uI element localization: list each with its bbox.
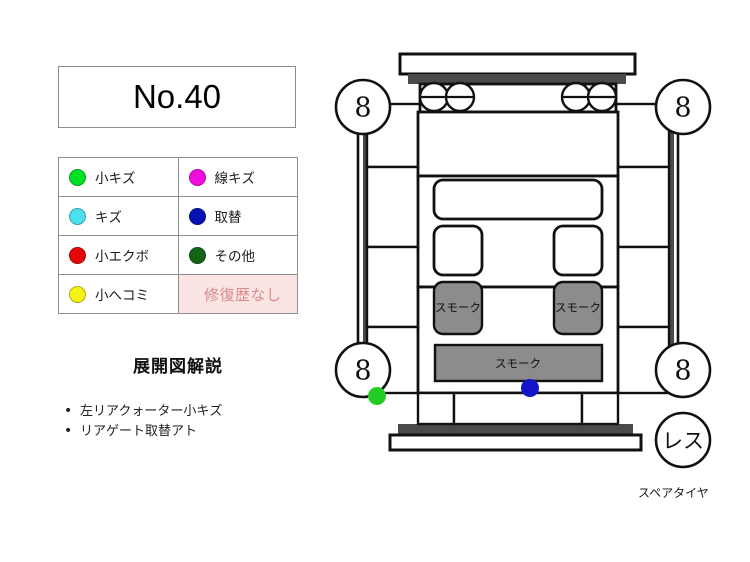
windshield-panel bbox=[416, 110, 620, 178]
right-rear-window-smoked-group: スモーク bbox=[552, 280, 604, 336]
left-window-smoke-label: スモーク bbox=[435, 301, 481, 315]
front-bumper-dark-strip bbox=[408, 74, 626, 84]
legend-cell-small-depression: 小へコミ bbox=[58, 274, 179, 314]
wheel-front-left-circle bbox=[334, 78, 392, 136]
legend-cell-replaced: 取替 bbox=[177, 196, 298, 236]
no-repair-history-badge: 修復歴なし bbox=[177, 274, 298, 314]
legend-label-other: その他 bbox=[214, 249, 256, 265]
vehicle-number-label: No.40 bbox=[132, 78, 222, 115]
list-item: リアゲート取替アト bbox=[64, 421, 222, 442]
legend-cell-scratch: キズ bbox=[58, 196, 179, 236]
left-front-window-clear bbox=[432, 224, 484, 277]
legend-cell-small-dent: 小エクボ bbox=[58, 235, 179, 275]
list-item: 左リアクォーター小キズ bbox=[64, 401, 222, 422]
left-rear-window-smoked-group: スモーク bbox=[432, 280, 484, 336]
rear-valance-center-box bbox=[452, 391, 584, 426]
rear-window-smoked bbox=[433, 343, 604, 383]
wheel-front-right-label: 8 bbox=[674, 93, 691, 124]
wheel-front-right-circle bbox=[654, 78, 712, 136]
wheel-front-right-group: 8 bbox=[654, 78, 712, 136]
rear-bumper-bar bbox=[388, 433, 643, 452]
wheel-rear-right-label: 8 bbox=[674, 356, 691, 387]
legend-dot-small-dent bbox=[69, 246, 86, 264]
right-front-window-clear bbox=[552, 224, 604, 277]
legend-row: キズ 取替 bbox=[58, 196, 298, 236]
legend-dot-scratch bbox=[69, 207, 86, 225]
spare-tire-caption: スペアタイヤ bbox=[638, 486, 709, 500]
legend-dot-small-depression bbox=[69, 285, 86, 303]
wheel-front-left-label: 8 bbox=[354, 93, 371, 124]
front-bumper-group bbox=[398, 52, 637, 84]
legend-label-small-dent: 小エクボ bbox=[95, 249, 149, 265]
wheel-rear-right-group: 8 bbox=[654, 341, 712, 399]
wheel-rear-left-circle bbox=[334, 341, 392, 399]
rear-valance-group bbox=[416, 391, 620, 426]
wheel-rear-right-circle bbox=[654, 341, 712, 399]
legend-cell-line-scratch: 線キズ bbox=[177, 157, 298, 197]
front-bumper-bar bbox=[398, 52, 637, 76]
notes-heading: 展開図解説 bbox=[133, 357, 223, 377]
legend-cell-other: その他 bbox=[177, 235, 298, 275]
legend-label-line-scratch: 線キズ bbox=[214, 171, 256, 187]
rear-window-smoke-label: スモーク bbox=[495, 357, 541, 371]
wheel-rear-left-label: 8 bbox=[354, 356, 371, 387]
info-panel: No.40 小キズ 線キズ bbox=[0, 0, 330, 562]
right-side-rail-shadow bbox=[670, 130, 674, 376]
legend-dot-line-scratch bbox=[188, 168, 206, 186]
spare-tire-circle bbox=[654, 411, 712, 469]
car-outline-svg: スモーク スモーク スモーク 8 8 8 bbox=[334, 52, 712, 469]
wheel-front-left-group: 8 bbox=[334, 78, 392, 136]
sunroof-panel bbox=[432, 178, 604, 221]
right-window-smoke-label: スモーク bbox=[555, 301, 601, 315]
right-rear-window-smoked bbox=[552, 280, 604, 336]
legend-label-scratch: キズ bbox=[95, 210, 122, 226]
damage-legend-table: 小キズ 線キズ キズ bbox=[58, 157, 298, 314]
rear-bumper-group bbox=[388, 424, 643, 452]
hood-group bbox=[418, 81, 618, 114]
legend-dot-small-scratch bbox=[69, 168, 86, 186]
rear-valance-left-box bbox=[416, 391, 456, 426]
left-side-rail-shadow bbox=[363, 130, 367, 376]
legend-label-small-depression: 小へコミ bbox=[95, 288, 149, 304]
no-repair-history-label: 修復歴なし bbox=[203, 285, 282, 304]
wheel-rear-left-group: 8 bbox=[334, 341, 392, 399]
legend-row: 小へコミ 修復歴なし bbox=[58, 274, 298, 314]
vehicle-layout-diagram: スモーク スモーク スモーク 8 8 8 bbox=[330, 0, 750, 562]
legend-label-small-scratch: 小キズ bbox=[95, 171, 136, 187]
legend-dot-other bbox=[188, 246, 206, 264]
rear-valance-right-box bbox=[580, 391, 620, 426]
rear-bumper-dark-strip bbox=[398, 424, 633, 436]
legend-row: 小エクボ その他 bbox=[58, 235, 298, 275]
vehicle-number-box: No.40 bbox=[58, 66, 296, 128]
damage-marker-rear-gate bbox=[521, 379, 539, 397]
legend-label-replaced: 取替 bbox=[214, 210, 242, 226]
legend-cell-small-scratch: 小キズ bbox=[58, 157, 179, 197]
legend-row: 小キズ 線キズ bbox=[58, 157, 298, 197]
notes-list: 左リアクォーター小キズ リアゲート取替アト bbox=[58, 401, 222, 442]
spare-tire-badge-label: レス bbox=[662, 429, 704, 453]
spare-tire-badge-group: レス bbox=[654, 411, 712, 469]
legend-dot-replaced bbox=[188, 207, 206, 225]
rear-window-smoked-group: スモーク bbox=[433, 343, 604, 383]
damage-marker-left-rear-quarter bbox=[368, 387, 386, 405]
left-rear-window-smoked bbox=[432, 280, 484, 336]
